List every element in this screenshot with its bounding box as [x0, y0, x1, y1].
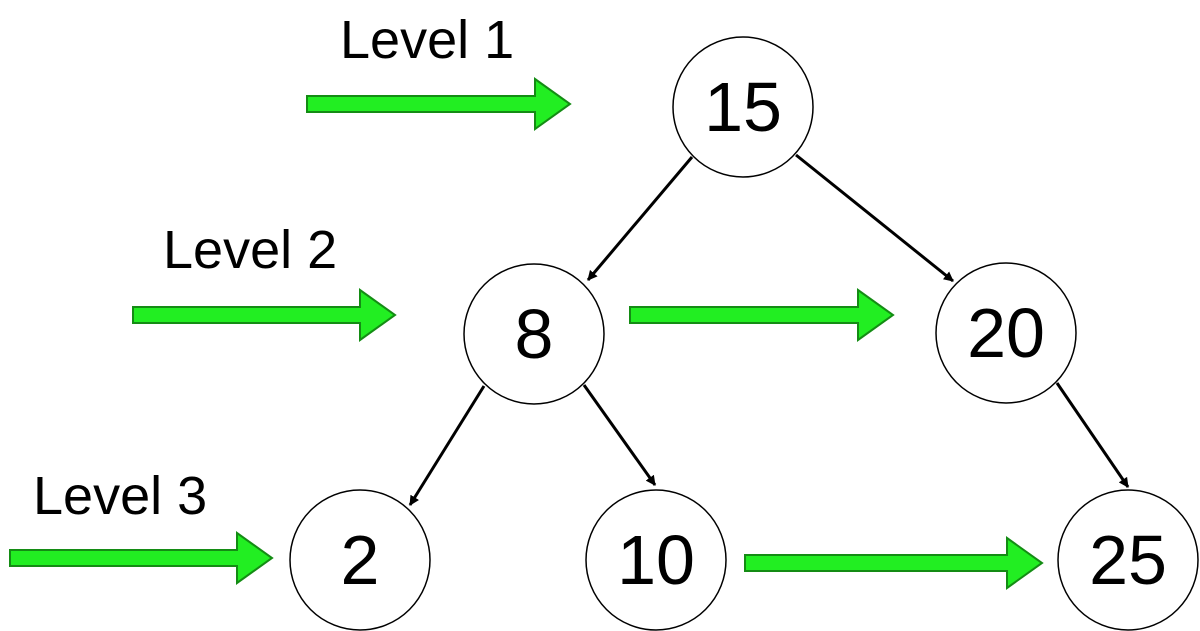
tree-node-25: 25 [1057, 489, 1199, 631]
edge-8-to-2 [408, 385, 486, 506]
node-value-20: 20 [967, 294, 1045, 372]
level-1-traversal-arrow [306, 77, 572, 131]
tree-node-8: 8 [463, 263, 605, 405]
tree-node-10: 10 [585, 489, 727, 631]
edge-15-to-8 [586, 156, 694, 281]
level-2-label: Level 2 [163, 220, 337, 280]
tree-node-15: 15 [672, 36, 814, 178]
node-value-25: 25 [1089, 521, 1167, 599]
tree-node-2: 2 [289, 489, 431, 631]
level-3-label: Level 3 [33, 466, 207, 526]
edge-20-to-25 [1055, 382, 1130, 488]
level-3-sibling-traversal-arrow [744, 536, 1044, 590]
edge-8-to-10 [582, 384, 657, 486]
edge-15-to-20 [795, 153, 954, 283]
node-value-10: 10 [617, 521, 695, 599]
node-value-15: 15 [704, 68, 782, 146]
level-2-sibling-traversal-arrow [629, 288, 895, 342]
node-value-8: 8 [515, 295, 554, 373]
level-1-label: Level 1 [340, 10, 514, 70]
tree-node-20: 20 [935, 262, 1077, 404]
level-3-traversal-arrow [9, 531, 274, 585]
node-value-2: 2 [341, 521, 380, 599]
level-2-traversal-arrow [132, 288, 397, 342]
